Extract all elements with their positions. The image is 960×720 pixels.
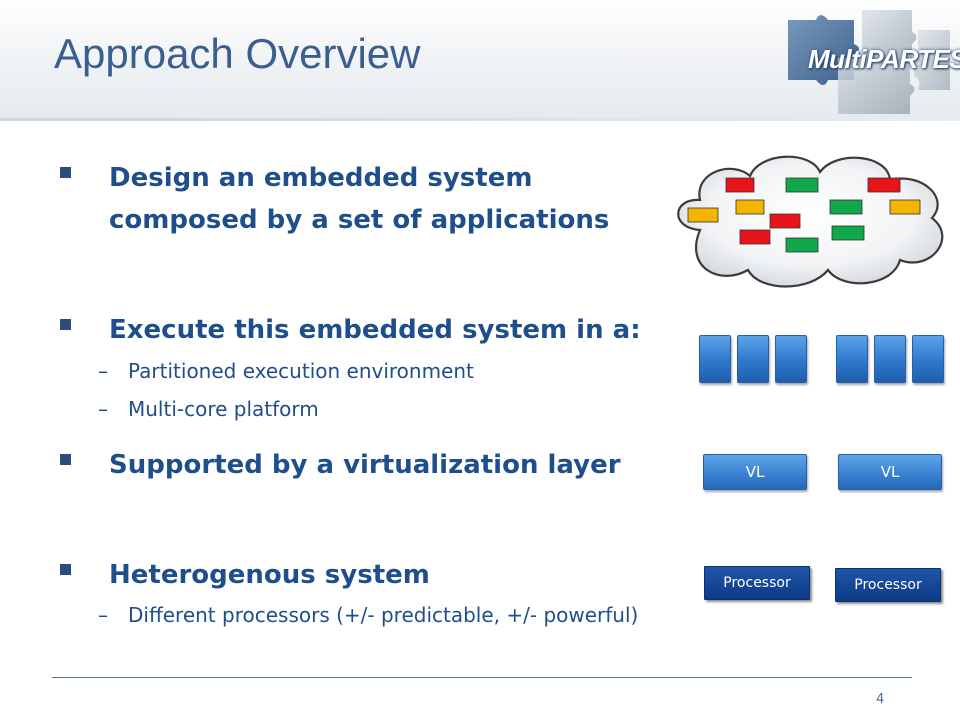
partition-block <box>737 335 769 383</box>
logo-text: MultiPARTES <box>808 44 960 74</box>
application-block-green <box>829 199 863 215</box>
page-number: 4 <box>876 692 885 707</box>
application-block-green <box>831 225 865 241</box>
sub-item-multicore: –Multi-core platform <box>98 397 319 421</box>
application-block-red <box>725 177 755 193</box>
virtualization-layer-box: VL <box>703 454 807 490</box>
sub-item-text: Different processors (+/- predictable, +… <box>128 603 639 627</box>
multipartes-logo: MultiPARTES <box>768 0 960 118</box>
application-block-yellow <box>889 199 921 215</box>
bullet-text-line: Execute this embedded system in a: <box>109 315 641 345</box>
sub-item-processors: –Different processors (+/- predictable, … <box>98 603 638 627</box>
virtualization-layer-box: VL <box>838 454 942 490</box>
sub-item-partitioned: –Partitioned execution environment <box>98 359 474 383</box>
application-block-red <box>867 177 901 193</box>
application-block-yellow <box>687 207 719 223</box>
bullet-text-line: Design an embedded system <box>109 163 533 193</box>
footer-rule <box>52 677 912 678</box>
sub-dash: – <box>98 359 108 383</box>
processor-box: Processor <box>704 566 810 600</box>
bullet-marker <box>60 167 71 178</box>
processor-box: Processor <box>835 568 941 602</box>
partition-block <box>836 335 868 383</box>
application-block-red <box>739 229 771 245</box>
partition-block <box>874 335 906 383</box>
sub-dash: – <box>98 397 108 421</box>
puzzle-logo-icon <box>788 10 950 114</box>
bullet-text-line: Heterogenous system <box>109 560 430 590</box>
partition-block <box>775 335 807 383</box>
bullet-marker <box>60 319 71 330</box>
bullet-marker <box>60 454 71 465</box>
application-block-red <box>769 213 801 229</box>
slide-title: Approach Overview <box>54 30 421 77</box>
partition-block <box>912 335 944 383</box>
application-cloud <box>677 155 944 288</box>
sub-item-text: Multi-core platform <box>128 397 319 421</box>
header-rule <box>0 118 960 121</box>
application-block-yellow <box>735 199 765 215</box>
bullet-text-line: composed by a set of applications <box>109 205 610 235</box>
bullet-marker <box>60 564 71 575</box>
application-block-green <box>785 177 819 193</box>
sub-item-text: Partitioned execution environment <box>128 359 474 383</box>
application-block-green <box>785 237 819 253</box>
partition-block <box>699 335 731 383</box>
sub-dash: – <box>98 603 108 627</box>
slide-header: Approach Overview MultiPARTES <box>0 0 960 118</box>
bullet-text-line: Supported by a virtualization layer <box>109 450 621 480</box>
